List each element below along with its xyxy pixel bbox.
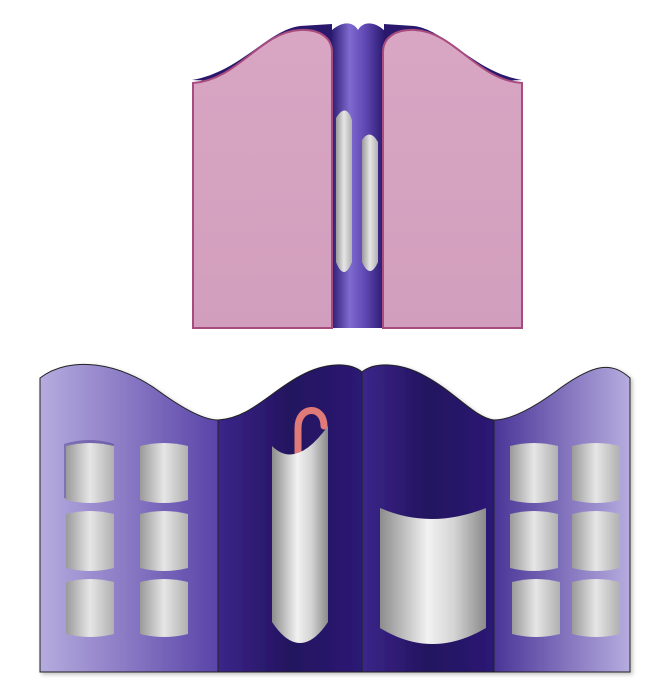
pocket [572, 443, 620, 503]
umbrella-sleeve-pocket [272, 426, 328, 643]
large-pocket [380, 508, 486, 644]
closed-case-left-cover [192, 28, 333, 329]
pocket [510, 443, 558, 503]
pocket [66, 511, 114, 571]
umbrella-handle [294, 407, 328, 472]
pocket [66, 579, 114, 637]
closed-case [192, 23, 523, 329]
closed-case-left-pocket [336, 110, 352, 273]
pocket [572, 511, 620, 571]
pocket [510, 511, 558, 571]
left-panel-pockets [64, 440, 188, 637]
right-panel-pockets [510, 443, 620, 637]
pocket [572, 579, 620, 637]
pocket [140, 511, 188, 571]
closed-case-right-pocket [362, 134, 378, 271]
pocket [140, 579, 188, 637]
closed-case-right-cover [382, 28, 523, 329]
pocket [66, 443, 114, 503]
pocket [140, 443, 188, 503]
pocket [512, 579, 560, 637]
